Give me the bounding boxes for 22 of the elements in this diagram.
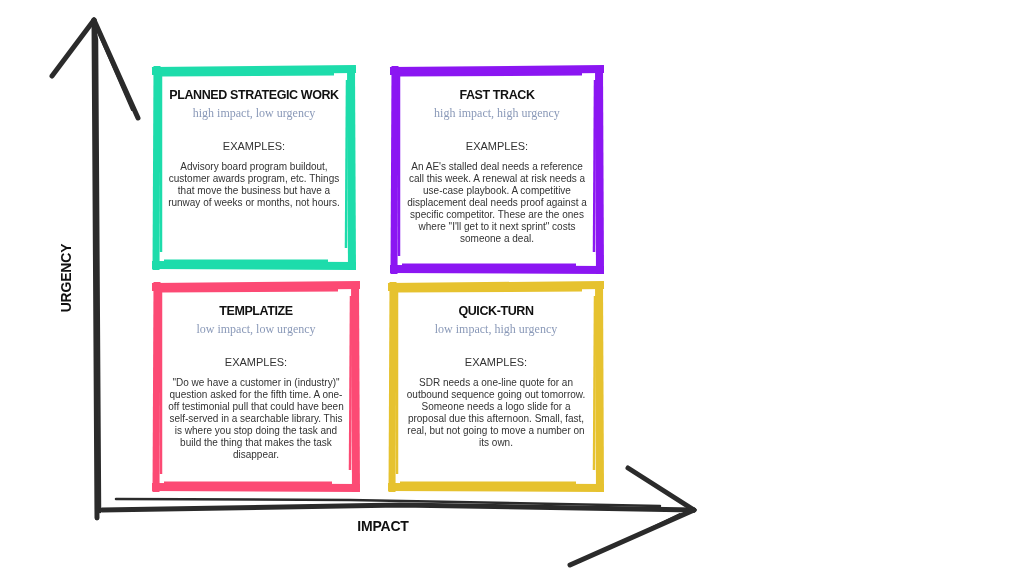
axis-label: URGENCY [58, 243, 74, 313]
example-text: SDR needs a one-line quote for an outbound sequence going out tomorrow. Someone needs a logo slide for a proposal due this afternoon. Small, fast, real, but not going to move a number on its own. [405, 377, 587, 449]
quadrant-box [150, 64, 358, 272]
quadrant-title: FAST TRACK [459, 88, 535, 103]
example-text: "Do we have a customer in (industry)" question asked for the fifth time. A one-off testimonial pull that could have been self-served in a searchable library. This is where you stop doing the task and build the thing that makes the task disappear. [168, 377, 344, 461]
section-heading: EXAMPLES: [224, 356, 288, 369]
quadrant-title: TEMPLATIZE [219, 304, 293, 319]
section-heading: EXAMPLES: [464, 356, 528, 369]
axis-label: IMPACT [357, 518, 409, 534]
quadrant-subtitle: high impact, low urgency [192, 106, 316, 120]
section-heading: EXAMPLES: [465, 140, 529, 153]
quadrant-subtitle: low impact, low urgency [196, 322, 316, 336]
example-text: An AE's stalled deal needs a reference call this week. A renewal at risk needs a use-case playbook. A competitive displacement deal needs proof against a specific competitor. These are the ones where "I'll get to it next sprint" costs someone a deal. [406, 161, 588, 245]
quadrant-subtitle: high impact, high urgency [434, 106, 560, 120]
quadrant-subtitle: low impact, high urgency [434, 322, 558, 336]
quadrant-title: PLANNED STRATEGIC WORK [169, 88, 339, 103]
example-text: Advisory board program buildout, customer awards program, etc. Things that move the business but have a runway of weeks or months, not hours. [168, 161, 340, 209]
quadrant-title: QUICK-TURN [458, 304, 534, 319]
quadrant-box [388, 64, 606, 276]
quadrant-box [386, 280, 606, 494]
quadrant-box [150, 280, 362, 494]
section-heading: EXAMPLES: [222, 140, 286, 153]
